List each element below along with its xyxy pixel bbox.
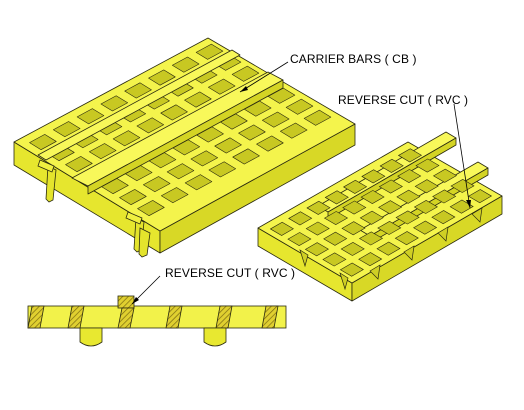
- grid-opening: [208, 161, 236, 178]
- grid-opening: [280, 122, 308, 139]
- grid-opening: [195, 43, 224, 60]
- grid-opening: [378, 179, 403, 194]
- grid-opening: [340, 241, 365, 256]
- grid-opening: [361, 169, 386, 184]
- grid-opening: [287, 232, 312, 247]
- grid-opening: [160, 104, 188, 121]
- grid-opening: [53, 121, 81, 138]
- cross-section: [27, 295, 287, 347]
- grid-opening: [396, 189, 421, 204]
- carrier-bars-label: CARRIER BARS ( CB ): [290, 52, 417, 66]
- grid-opening: [449, 199, 474, 214]
- grid-opening: [172, 56, 200, 73]
- grid-opening: [339, 262, 364, 277]
- grid-opening: [238, 124, 266, 141]
- grid-opening: [394, 231, 419, 246]
- grid-opening: [305, 221, 330, 236]
- grid-opening: [137, 200, 165, 216]
- grid-opening: [65, 156, 93, 172]
- grid-opening: [232, 148, 260, 165]
- grid-opening: [119, 189, 147, 205]
- grid-opening: [413, 220, 438, 235]
- grid-opening: [76, 108, 105, 125]
- grid-opening: [148, 69, 176, 86]
- grid-opening: [161, 187, 189, 204]
- grid-opening: [269, 221, 294, 236]
- grid-opening: [450, 178, 475, 193]
- grid-opening: [467, 189, 493, 204]
- grid-opening: [379, 158, 404, 173]
- grid-opening: [112, 130, 141, 147]
- grid-opening: [190, 150, 218, 167]
- reverse-cut-notches: [299, 207, 483, 291]
- grid-opening: [303, 109, 332, 126]
- grid-opening: [288, 211, 313, 226]
- grid-opening: [397, 169, 422, 184]
- panel-clips: [37, 159, 151, 258]
- grid-opening: [184, 91, 212, 108]
- grid-opening: [214, 137, 242, 154]
- grid-opening: [377, 220, 402, 235]
- reverse-cut-label-right: REVERSE CUT ( RVC ): [338, 93, 469, 107]
- grid-opening: [358, 231, 384, 246]
- grid-opening: [415, 158, 440, 173]
- grid-opening: [323, 231, 348, 246]
- grid-opening: [432, 168, 458, 183]
- grid-opening: [343, 179, 368, 194]
- grid-opening: [285, 98, 314, 115]
- grid-opening: [231, 65, 260, 82]
- grid-opening: [432, 189, 457, 204]
- grid-opening: [262, 111, 290, 128]
- grid-opening: [397, 148, 423, 163]
- grid-opening: [166, 163, 195, 180]
- small-grid-openings: [269, 148, 493, 277]
- grid-opening: [341, 221, 366, 236]
- grid-opening: [324, 190, 349, 205]
- grid-opening: [304, 242, 329, 257]
- grid-opening: [184, 174, 213, 191]
- grid-opening: [323, 211, 349, 226]
- grid-opening: [431, 210, 456, 225]
- grid-opening: [100, 95, 128, 112]
- grid-opening: [358, 252, 383, 267]
- grid-opening: [359, 210, 384, 225]
- grid-opening: [395, 210, 420, 225]
- grid-opening: [378, 200, 403, 215]
- grid-opening: [376, 241, 401, 256]
- grid-opening: [29, 134, 57, 150]
- large-grating-panel: [13, 37, 356, 254]
- grid-opening: [208, 78, 236, 95]
- grid-opening: [414, 179, 439, 194]
- grid-opening: [306, 200, 331, 215]
- grid-opening: [322, 252, 347, 267]
- grid-opening: [124, 82, 152, 99]
- grid-opening: [360, 190, 385, 205]
- grid-opening: [143, 176, 171, 193]
- grid-opening: [413, 199, 438, 214]
- grid-opening: [256, 135, 284, 152]
- grid-opening: [342, 200, 367, 215]
- grid-opening: [89, 143, 117, 160]
- reverse-cut-label-bottom: REVERSE CUT ( RVC ): [165, 266, 296, 280]
- grid-opening: [136, 117, 164, 134]
